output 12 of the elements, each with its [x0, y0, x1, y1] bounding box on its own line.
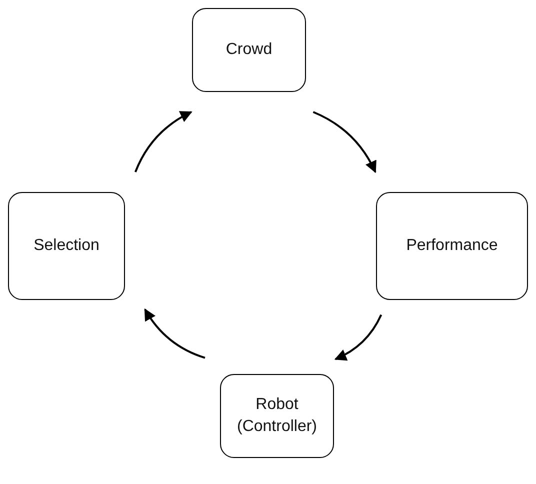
curved-arrow: [134, 111, 192, 172]
curved-arrow: [334, 314, 382, 360]
box-label: Performance: [406, 236, 498, 256]
curved-arrow: [312, 111, 376, 174]
rounded-box: [376, 192, 528, 300]
rounded-box: [8, 192, 125, 300]
rounded-box: [192, 8, 306, 92]
box-label: Selection: [34, 236, 100, 256]
box-label: Robot (Controller): [236, 395, 318, 437]
box-label: Crowd: [226, 40, 272, 60]
rounded-box: [220, 374, 334, 458]
curved-arrow: [144, 308, 206, 359]
